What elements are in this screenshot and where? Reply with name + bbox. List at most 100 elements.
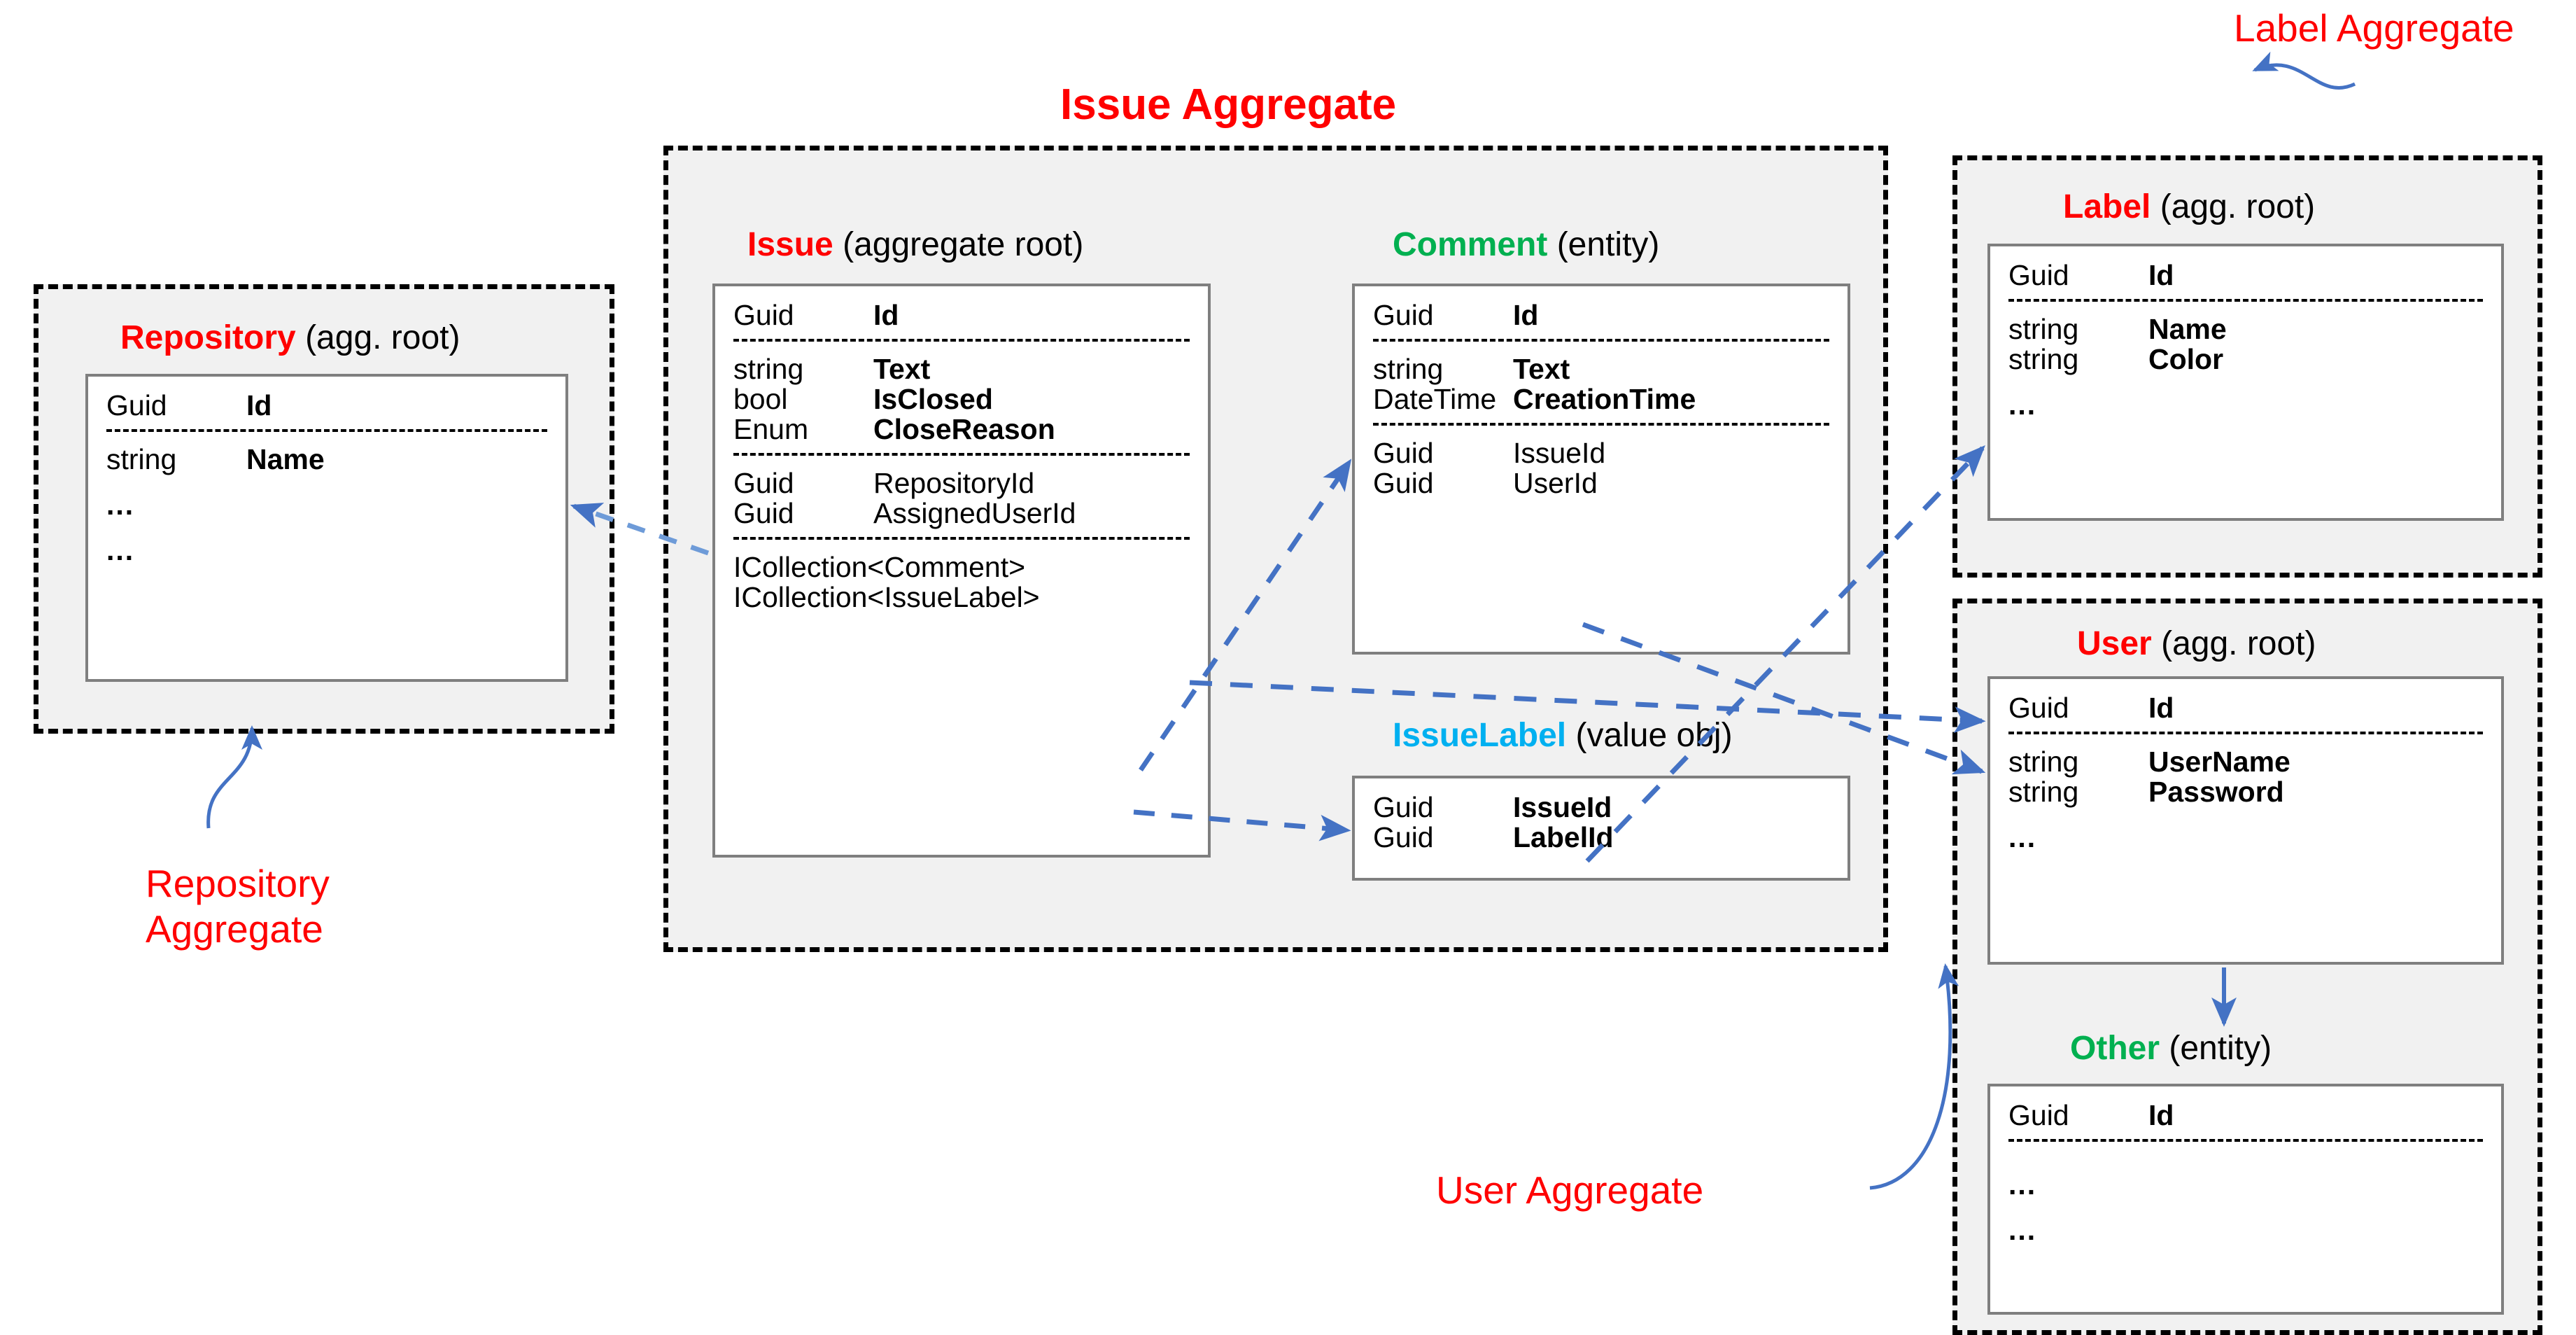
other-entity-name: Other bbox=[2070, 1030, 2160, 1067]
comment-entity-title: Comment (entity) bbox=[1393, 225, 1659, 264]
field-type: string bbox=[1373, 353, 1444, 385]
field-type: string bbox=[733, 353, 804, 385]
comment-entity-box[interactable]: Guid Id string Text DateTime CreationTim… bbox=[1352, 284, 1850, 655]
table-row: DateTime CreationTime bbox=[1373, 383, 1829, 415]
issuelabel-entity-stereotype: (value obj) bbox=[1575, 717, 1733, 754]
comment-entity-stereotype: (entity) bbox=[1556, 226, 1660, 263]
row-separator bbox=[733, 339, 1190, 342]
field-name: Password bbox=[2148, 776, 2284, 808]
user-entity-title: User (agg. root) bbox=[2077, 624, 2316, 663]
table-row: ... bbox=[106, 489, 547, 521]
issuelabel-entity-name: IssueLabel bbox=[1393, 717, 1567, 754]
field-name: Id bbox=[1513, 299, 1539, 331]
field-type: string bbox=[2008, 746, 2079, 778]
field-name: Id bbox=[2148, 692, 2174, 724]
row-separator bbox=[2008, 732, 2483, 734]
row-separator bbox=[1373, 339, 1829, 342]
other-entity-box[interactable]: Guid Id ... ... bbox=[1987, 1084, 2504, 1315]
field-type: DateTime bbox=[1373, 383, 1497, 415]
issue-entity-title: Issue (aggregate root) bbox=[747, 225, 1083, 264]
field-type: ... bbox=[2008, 821, 2037, 853]
field-type: Guid bbox=[2008, 1099, 2069, 1131]
issuelabel-entity-title: IssueLabel (value obj) bbox=[1393, 716, 1733, 755]
table-row: bool IsClosed bbox=[733, 383, 1190, 415]
label-entity-name: Label bbox=[2063, 188, 2151, 225]
table-row: ... bbox=[2008, 1214, 2483, 1246]
issue-entity-name: Issue bbox=[747, 226, 833, 263]
field-type: ... bbox=[106, 489, 135, 521]
field-name: IsClosed bbox=[873, 383, 993, 415]
repository-entity-title: Repository (agg. root) bbox=[120, 319, 460, 357]
user-rows: Guid Id string UserName string Password … bbox=[2008, 692, 2483, 853]
label-aggregate-caption: Label Aggregate bbox=[2234, 6, 2514, 50]
field-type: bool bbox=[733, 383, 788, 415]
table-row: Guid Id bbox=[106, 389, 547, 421]
field-name: UserName bbox=[2148, 746, 2290, 778]
label-entity-box[interactable]: Guid Id string Name string Color ... bbox=[1987, 244, 2504, 521]
field-name: Id bbox=[2148, 259, 2174, 291]
leader-repository-aggregate bbox=[206, 725, 262, 829]
other-rows: Guid Id ... ... bbox=[2008, 1099, 2483, 1246]
table-row: ... bbox=[2008, 1168, 2483, 1201]
table-row: Guid Id bbox=[2008, 692, 2483, 724]
repository-aggregate-caption: Repository Aggregate bbox=[146, 862, 330, 951]
table-row: Guid RepositoryId bbox=[733, 467, 1190, 499]
table-row: string Color bbox=[2008, 343, 2483, 375]
issuelabel-rows: Guid IssueId Guid LabelId bbox=[1373, 791, 1829, 853]
row-separator bbox=[2008, 299, 2483, 302]
field-type: ... bbox=[2008, 389, 2037, 421]
table-row: Guid Id bbox=[2008, 1099, 2483, 1131]
row-separator bbox=[2008, 1139, 2483, 1142]
table-row: Guid AssignedUserId bbox=[733, 497, 1190, 529]
row-separator bbox=[106, 429, 547, 432]
field-type: ... bbox=[106, 534, 135, 566]
table-row: string Text bbox=[733, 353, 1190, 385]
table-row: ICollection<IssueLabel> bbox=[733, 581, 1190, 613]
other-entity-stereotype: (entity) bbox=[2169, 1030, 2272, 1067]
field-name: Id bbox=[246, 389, 272, 421]
field-type: ICollection<Comment> bbox=[733, 551, 1026, 583]
field-type: Guid bbox=[2008, 259, 2069, 291]
row-separator bbox=[733, 453, 1190, 456]
field-type: string bbox=[106, 443, 177, 475]
table-row: ICollection<Comment> bbox=[733, 551, 1190, 583]
repository-entity-name: Repository bbox=[120, 319, 296, 356]
table-row: ... bbox=[2008, 389, 2483, 421]
leader-user-aggregate bbox=[1869, 963, 1959, 1190]
user-entity-box[interactable]: Guid Id string UserName string Password … bbox=[1987, 676, 2504, 965]
field-name: Id bbox=[2148, 1099, 2174, 1131]
table-row: Guid Id bbox=[1373, 299, 1829, 331]
field-type: Guid bbox=[733, 467, 794, 499]
field-name: AssignedUserId bbox=[873, 497, 1076, 529]
table-row: Guid Id bbox=[733, 299, 1190, 331]
field-name: RepositoryId bbox=[873, 467, 1035, 499]
table-row: Guid Id bbox=[2008, 259, 2483, 291]
field-type: Guid bbox=[2008, 692, 2069, 724]
leader-label-aggregate bbox=[2252, 51, 2356, 90]
issuelabel-entity-box[interactable]: Guid IssueId Guid LabelId bbox=[1352, 776, 1850, 881]
field-type: string bbox=[2008, 776, 2079, 808]
field-type: Guid bbox=[733, 497, 794, 529]
comment-entity-name: Comment bbox=[1393, 226, 1548, 263]
table-row: Enum CloseReason bbox=[733, 413, 1190, 445]
field-type: Guid bbox=[1373, 467, 1434, 499]
issue-entity-box[interactable]: Guid Id string Text bool IsClosed Enum C… bbox=[712, 284, 1211, 858]
field-name: Id bbox=[873, 299, 899, 331]
field-name: IssueId bbox=[1513, 791, 1612, 823]
field-type: string bbox=[2008, 343, 2079, 375]
table-row: string Password bbox=[2008, 776, 2483, 808]
user-aggregate-caption: User Aggregate bbox=[1436, 1168, 1704, 1212]
field-type: Guid bbox=[1373, 437, 1434, 469]
table-row: Guid IssueId bbox=[1373, 791, 1829, 823]
issue-entity-stereotype: (aggregate root) bbox=[843, 226, 1084, 263]
table-row: ... bbox=[106, 534, 547, 566]
field-type: Enum bbox=[733, 413, 809, 445]
field-name: IssueId bbox=[1513, 437, 1606, 469]
table-row: Guid UserId bbox=[1373, 467, 1829, 499]
field-name: Name bbox=[246, 443, 325, 475]
repository-entity-box[interactable]: Guid Id string Name ... ... bbox=[85, 374, 568, 682]
field-type: Guid bbox=[1373, 299, 1434, 331]
repository-entity-stereotype: (agg. root) bbox=[305, 319, 460, 356]
field-type: string bbox=[2008, 313, 2079, 345]
